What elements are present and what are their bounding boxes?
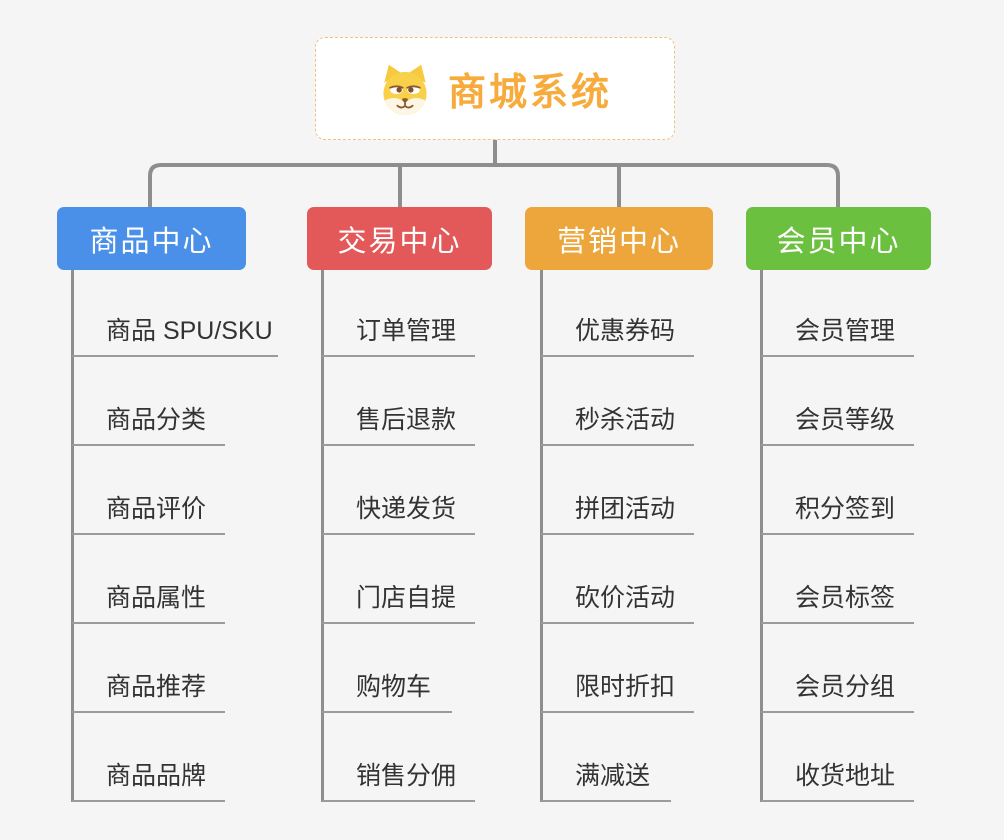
leaf-node[interactable]: 积分签到 xyxy=(761,493,914,535)
leaf-node[interactable]: 商品推荐 xyxy=(72,671,225,713)
leaf-node[interactable]: 快递发货 xyxy=(322,493,475,535)
leaf-node[interactable]: 商品属性 xyxy=(72,582,225,624)
branch-node-member-center[interactable]: 会员中心 xyxy=(746,207,931,270)
leaf-node[interactable]: 满减送 xyxy=(541,760,671,802)
leaf-node[interactable]: 会员分组 xyxy=(761,671,914,713)
trunk-line-member xyxy=(760,270,763,802)
leaf-node[interactable]: 售后退款 xyxy=(322,404,475,446)
trunk-line-trade xyxy=(321,270,324,802)
shiba-dog-icon xyxy=(383,64,427,115)
branch-label: 营销中心 xyxy=(556,225,681,258)
branch-node-marketing-center[interactable]: 营销中心 xyxy=(525,207,713,270)
leaf-node[interactable]: 商品品牌 xyxy=(72,760,225,802)
branch-label: 会员中心 xyxy=(776,225,901,258)
leaf-node[interactable]: 拼团活动 xyxy=(541,493,694,535)
leaf-node[interactable]: 限时折扣 xyxy=(541,671,694,713)
leaf-node[interactable]: 会员管理 xyxy=(761,315,914,357)
branch-node-trade-center[interactable]: 交易中心 xyxy=(307,207,492,270)
leaf-node[interactable]: 商品评价 xyxy=(72,493,225,535)
trunk-line-product xyxy=(71,270,74,802)
leaf-node[interactable]: 购物车 xyxy=(322,671,452,713)
leaf-node[interactable]: 商品分类 xyxy=(72,404,225,446)
leaf-node[interactable]: 门店自提 xyxy=(322,582,475,624)
leaf-node[interactable]: 会员标签 xyxy=(761,582,914,624)
branch-label: 商品中心 xyxy=(89,225,214,258)
branch-label: 交易中心 xyxy=(337,225,462,258)
leaf-node[interactable]: 商品 SPU/SKU xyxy=(72,315,278,357)
leaf-node[interactable]: 收货地址 xyxy=(761,760,914,802)
leaf-node[interactable]: 秒杀活动 xyxy=(541,404,694,446)
leaf-node[interactable]: 砍价活动 xyxy=(541,582,694,624)
leaf-node[interactable]: 会员等级 xyxy=(761,404,914,446)
trunk-line-marketing xyxy=(540,270,543,802)
leaf-node[interactable]: 销售分佣 xyxy=(322,760,475,802)
branch-node-product-center[interactable]: 商品中心 xyxy=(57,207,246,270)
leaf-node[interactable]: 优惠券码 xyxy=(541,315,694,357)
root-node[interactable]: 商城系统 xyxy=(315,37,675,140)
root-title: 商城系统 xyxy=(447,72,612,114)
leaf-node[interactable]: 订单管理 xyxy=(322,315,475,357)
